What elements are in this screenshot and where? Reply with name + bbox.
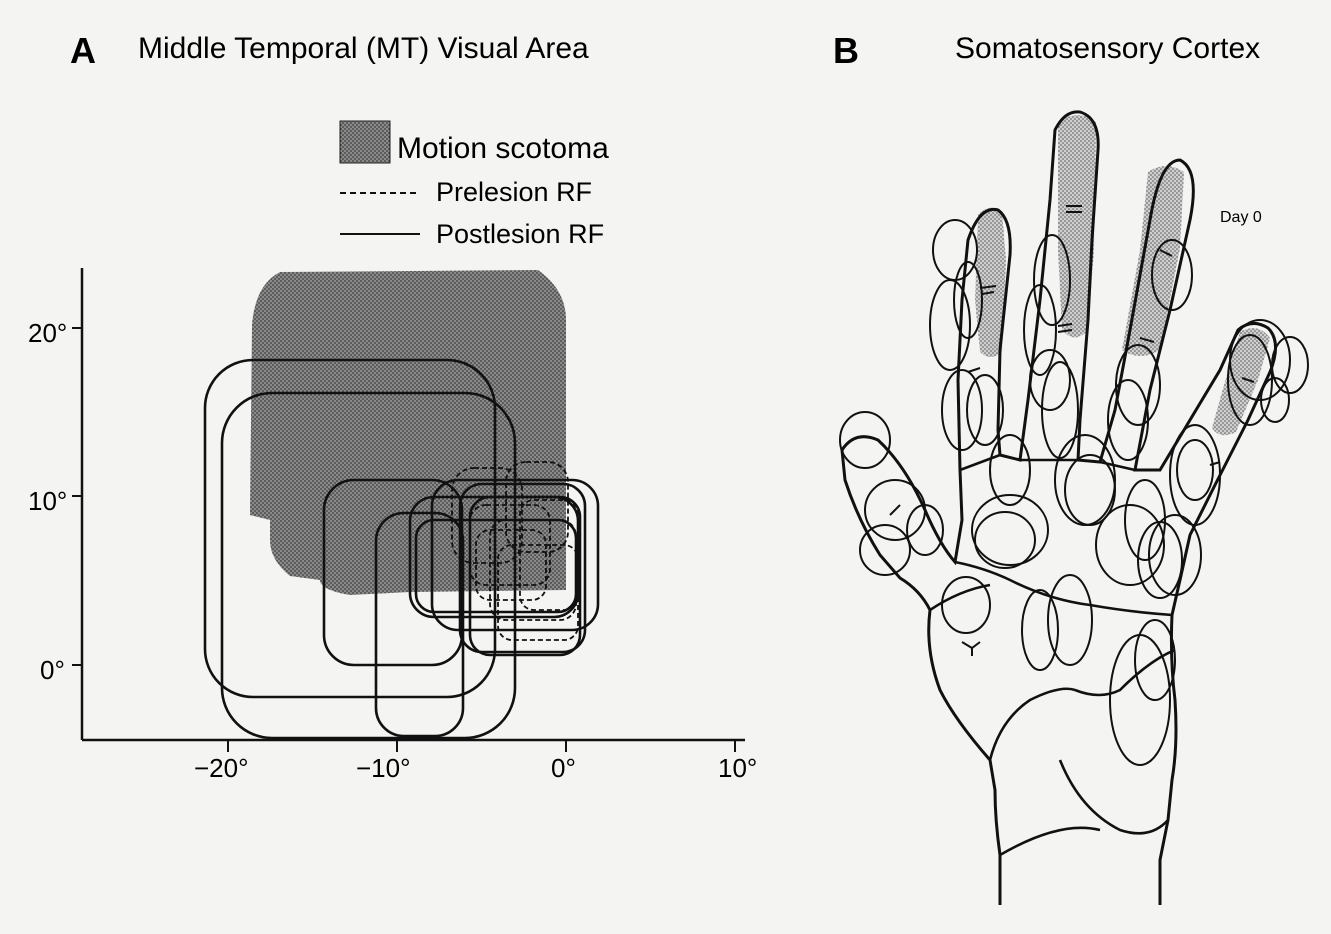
legend-scotoma-swatch [340,121,390,163]
panel-a-title: Middle Temporal (MT) Visual Area [138,32,589,65]
x-tick-label: 0° [551,753,576,783]
rf-outline [1110,635,1170,765]
x-tick-label: −20° [194,753,249,783]
x-tick-label: −10° [356,753,411,783]
rf-outline [1055,435,1115,525]
x-tick-label: 10° [718,753,757,783]
crease [1060,760,1168,833]
panel-b-letter: B [833,30,859,71]
rf-outline [942,577,990,633]
rf-outline [1030,350,1070,410]
legend-postlesion-label: Postlesion RF [436,219,604,249]
y-tick-label: 10° [28,486,67,516]
panel-a-letter: A [70,30,96,71]
rf-outline [1048,575,1092,665]
legend-scotoma-label: Motion scotoma [397,132,609,165]
day-label: Day 0 [1220,209,1262,226]
rf-outline [860,525,910,575]
rf-outline [975,512,1035,568]
panel-b: B Somatosensory Cortex Day 0 [833,30,1308,905]
rf-outline [942,370,982,450]
crease [1075,650,1175,695]
panel-b-title: Somatosensory Cortex [955,32,1260,65]
crease [1000,828,1100,855]
rf-outline [1022,590,1058,670]
mark [890,505,900,515]
digit-zone [1058,115,1096,338]
rf-outline [1125,480,1165,560]
y-tick-label: 0° [40,655,65,685]
rf-outline [1177,440,1213,500]
crease [930,585,990,610]
y-tick-label: 20° [28,318,67,348]
rf-outline [930,280,970,370]
legend-prelesion-label: Prelesion RF [436,177,592,207]
motion-scotoma [250,270,566,595]
legend: Motion scotoma Prelesion RF Postlesion R… [340,121,609,249]
crease [960,455,1000,470]
rf-outline [1149,515,1201,595]
deprived-digit-zones [975,115,1270,435]
crease [990,689,1075,760]
panel-a: A Middle Temporal (MT) Visual Area Motio… [28,30,757,783]
rf-outline [933,220,977,280]
hand-creases [930,455,1175,855]
mark [962,642,980,656]
mark [968,368,980,372]
rf-outline [840,412,890,468]
